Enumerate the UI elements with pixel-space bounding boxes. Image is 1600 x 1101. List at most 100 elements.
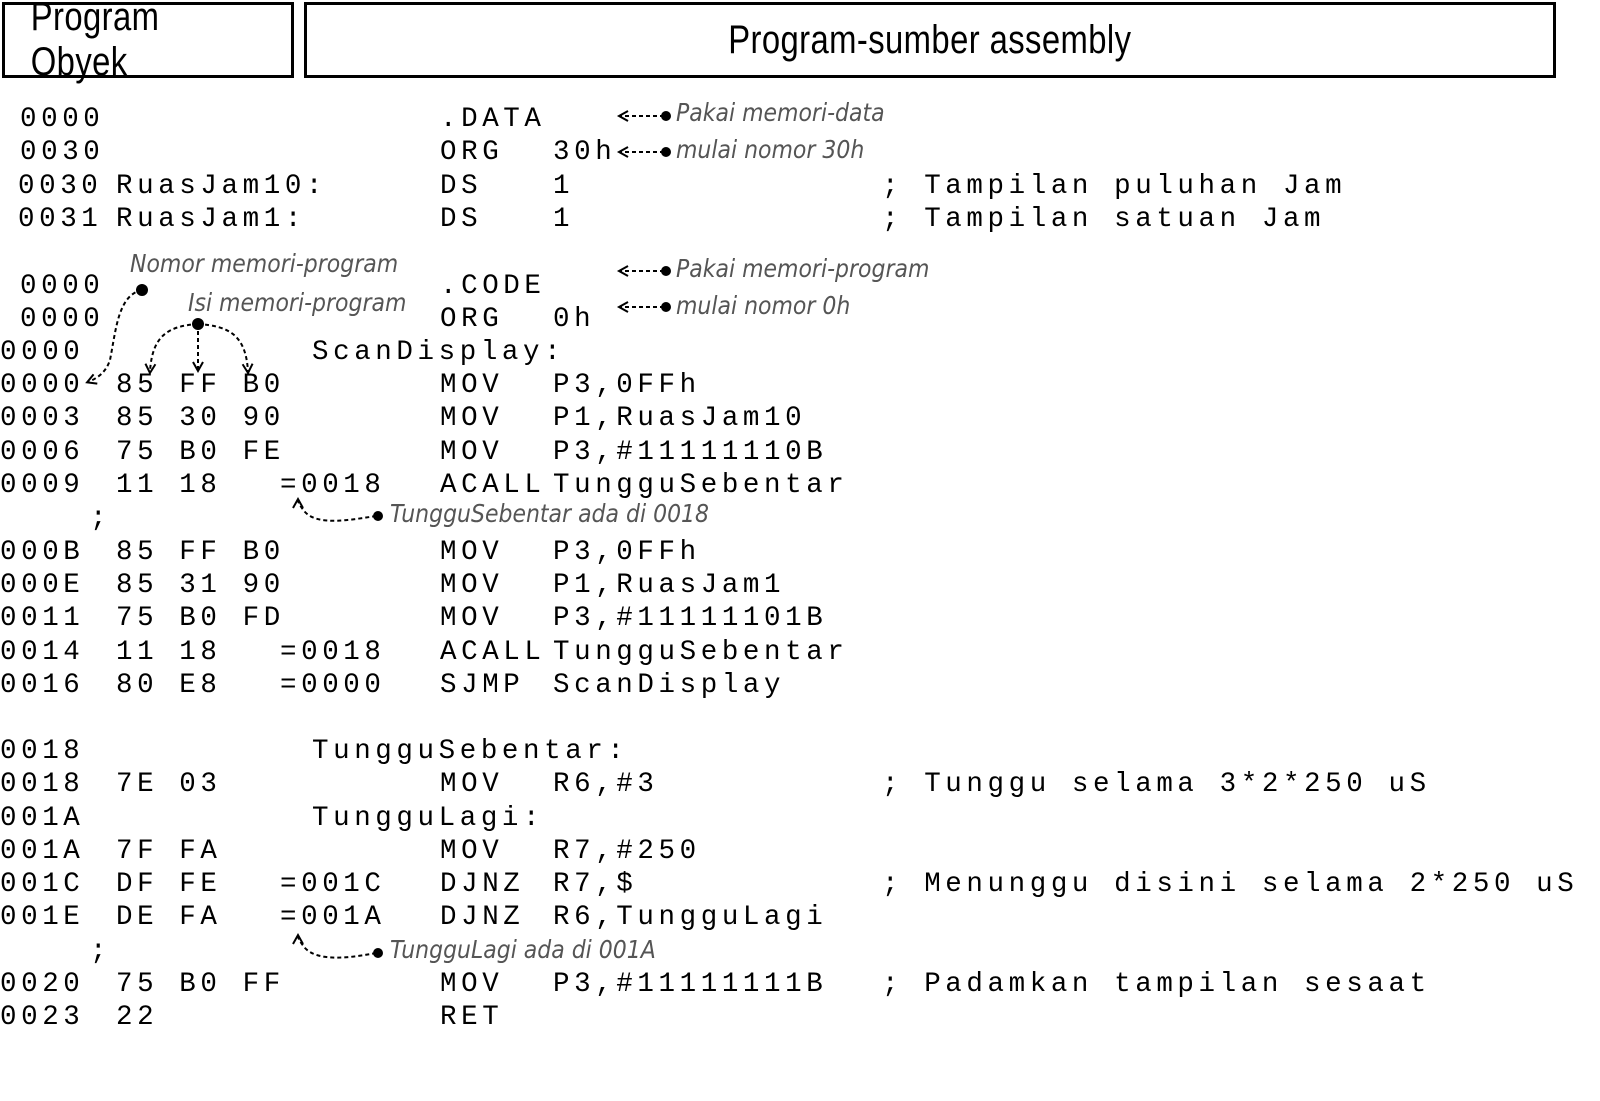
arrow-tunggulagi <box>292 932 377 959</box>
code-comment: ; Tampilan satuan Jam <box>882 204 1326 235</box>
opcode-bytes: 11 18 <box>116 470 222 501</box>
operand: R7,$ <box>553 869 638 900</box>
address-cell: 0006 <box>0 437 85 468</box>
operand: P3,#11111111B <box>553 969 828 1000</box>
operand: P3,#11111101B <box>553 603 828 634</box>
mnemonic: MOV <box>440 836 504 867</box>
address-cell: 001C <box>0 869 85 900</box>
object-program-header: Program Obyek <box>2 0 294 84</box>
opcode-bytes: 7E 03 <box>116 769 222 800</box>
dot-start-30h <box>661 147 671 157</box>
address-cell: 000E <box>0 570 85 601</box>
dot-tunggusebentar <box>373 511 383 521</box>
address-cell: 001A <box>0 803 85 834</box>
jump-target: =0018 <box>280 470 386 501</box>
code-comment: ; Menunggu disini selama 2*250 uS <box>882 869 1579 900</box>
address-cell: 0018 <box>0 769 85 800</box>
comment-marker: ; <box>90 503 112 534</box>
code-label: TungguLagi: <box>312 803 545 834</box>
address-cell: 0031 <box>18 204 103 235</box>
address-cell: 0000 <box>20 271 105 302</box>
operand: 1 <box>553 204 575 235</box>
jump-target: =001C <box>280 869 386 900</box>
address-cell: 0000 <box>0 337 85 368</box>
address-cell: 0000 <box>0 370 85 401</box>
operand: R7,#250 <box>553 836 701 867</box>
arrow-to-address <box>85 289 143 385</box>
mnemonic: DS <box>440 171 483 202</box>
mnemonic: DJNZ <box>440 902 525 933</box>
source-program-title: Program-sumber assembly <box>728 17 1132 62</box>
note-tunggulagi-location: TungguLagi ada di 001A <box>390 935 656 964</box>
opcode-bytes: 80 E8 <box>116 670 222 701</box>
operand: R6,#3 <box>553 769 659 800</box>
mnemonic: ORG <box>440 137 504 168</box>
opcode-bytes: 85 30 90 <box>116 403 285 434</box>
note-use-data-memory: Pakai memori-data <box>676 98 885 127</box>
mnemonic: MOV <box>440 403 504 434</box>
mnemonic: DS <box>440 204 483 235</box>
operand: 30h <box>553 137 617 168</box>
jump-target: =0018 <box>280 637 386 668</box>
note-start-30h: mulai nomor 30h <box>676 135 865 164</box>
opcode-bytes: 11 18 <box>116 637 222 668</box>
operand: 0h <box>553 304 596 335</box>
mnemonic: .CODE <box>440 271 546 302</box>
operand: R6,TungguLagi <box>553 902 828 933</box>
opcode-bytes: 85 31 90 <box>116 570 285 601</box>
opcode-bytes: DE FA <box>116 902 222 933</box>
opcode-bytes: 75 B0 FE <box>116 437 285 468</box>
note-tunggusebentar-location: TungguSebentar ada di 0018 <box>390 499 710 528</box>
mnemonic: MOV <box>440 437 504 468</box>
opcode-bytes: 7F FA <box>116 836 222 867</box>
opcode-bytes: DF FE <box>116 869 222 900</box>
comment-marker: ; <box>90 936 112 967</box>
code-label: ScanDisplay: <box>312 337 566 368</box>
dot-data-memory <box>661 111 671 121</box>
code-comment: ; Padamkan tampilan sesaat <box>882 969 1431 1000</box>
code-comment: ; Tunggu selama 3*2*250 uS <box>882 769 1431 800</box>
mnemonic: .DATA <box>440 104 546 135</box>
operand: TungguSebentar <box>553 470 849 501</box>
opcode-bytes: 75 B0 FD <box>116 603 285 634</box>
dot-start-0h <box>661 302 671 312</box>
address-cell: 0023 <box>0 1002 85 1033</box>
mnemonic: ACALL <box>440 470 546 501</box>
operand: P3,0FFh <box>553 370 701 401</box>
code-label: RuasJam1: <box>116 204 306 235</box>
operand: 1 <box>553 171 575 202</box>
address-cell: 0000 <box>20 104 105 135</box>
code-comment: ; Tampilan puluhan Jam <box>882 171 1347 202</box>
opcode-bytes: 75 B0 FF <box>116 969 285 1000</box>
mnemonic: DJNZ <box>440 869 525 900</box>
address-cell: 0011 <box>0 603 85 634</box>
opcode-bytes: 22 <box>116 1002 159 1033</box>
operand: P3,#11111110B <box>553 437 828 468</box>
dot-program-memory-content <box>192 318 204 330</box>
address-cell: 0030 <box>18 171 103 202</box>
arrow-to-byte-1 <box>144 323 199 376</box>
operand: ScanDisplay <box>553 670 786 701</box>
mnemonic: ACALL <box>440 637 546 668</box>
code-label: TungguSebentar: <box>312 736 629 767</box>
address-cell: 0014 <box>0 637 85 668</box>
note-program-memory-content: Isi memori-program <box>188 288 407 317</box>
dot-program-memory-number <box>136 284 148 296</box>
source-program-header: Program-sumber assembly <box>304 2 1556 78</box>
mnemonic: MOV <box>440 969 504 1000</box>
note-start-0h: mulai nomor 0h <box>676 291 851 320</box>
mnemonic: MOV <box>440 370 504 401</box>
mnemonic: MOV <box>440 570 504 601</box>
address-cell: 0016 <box>0 670 85 701</box>
operand: TungguSebentar <box>553 637 849 668</box>
note-program-memory-number: Nomor memori-program <box>130 249 399 278</box>
mnemonic: SJMP <box>440 670 525 701</box>
jump-target: =0000 <box>280 670 386 701</box>
dot-program-memory <box>661 266 671 276</box>
arrow-tunggusebentar <box>292 496 377 522</box>
opcode-bytes: 85 FF B0 <box>116 370 285 401</box>
note-use-program-memory: Pakai memori-program <box>676 254 930 283</box>
mnemonic: ORG <box>440 304 504 335</box>
code-label: RuasJam10: <box>116 171 328 202</box>
